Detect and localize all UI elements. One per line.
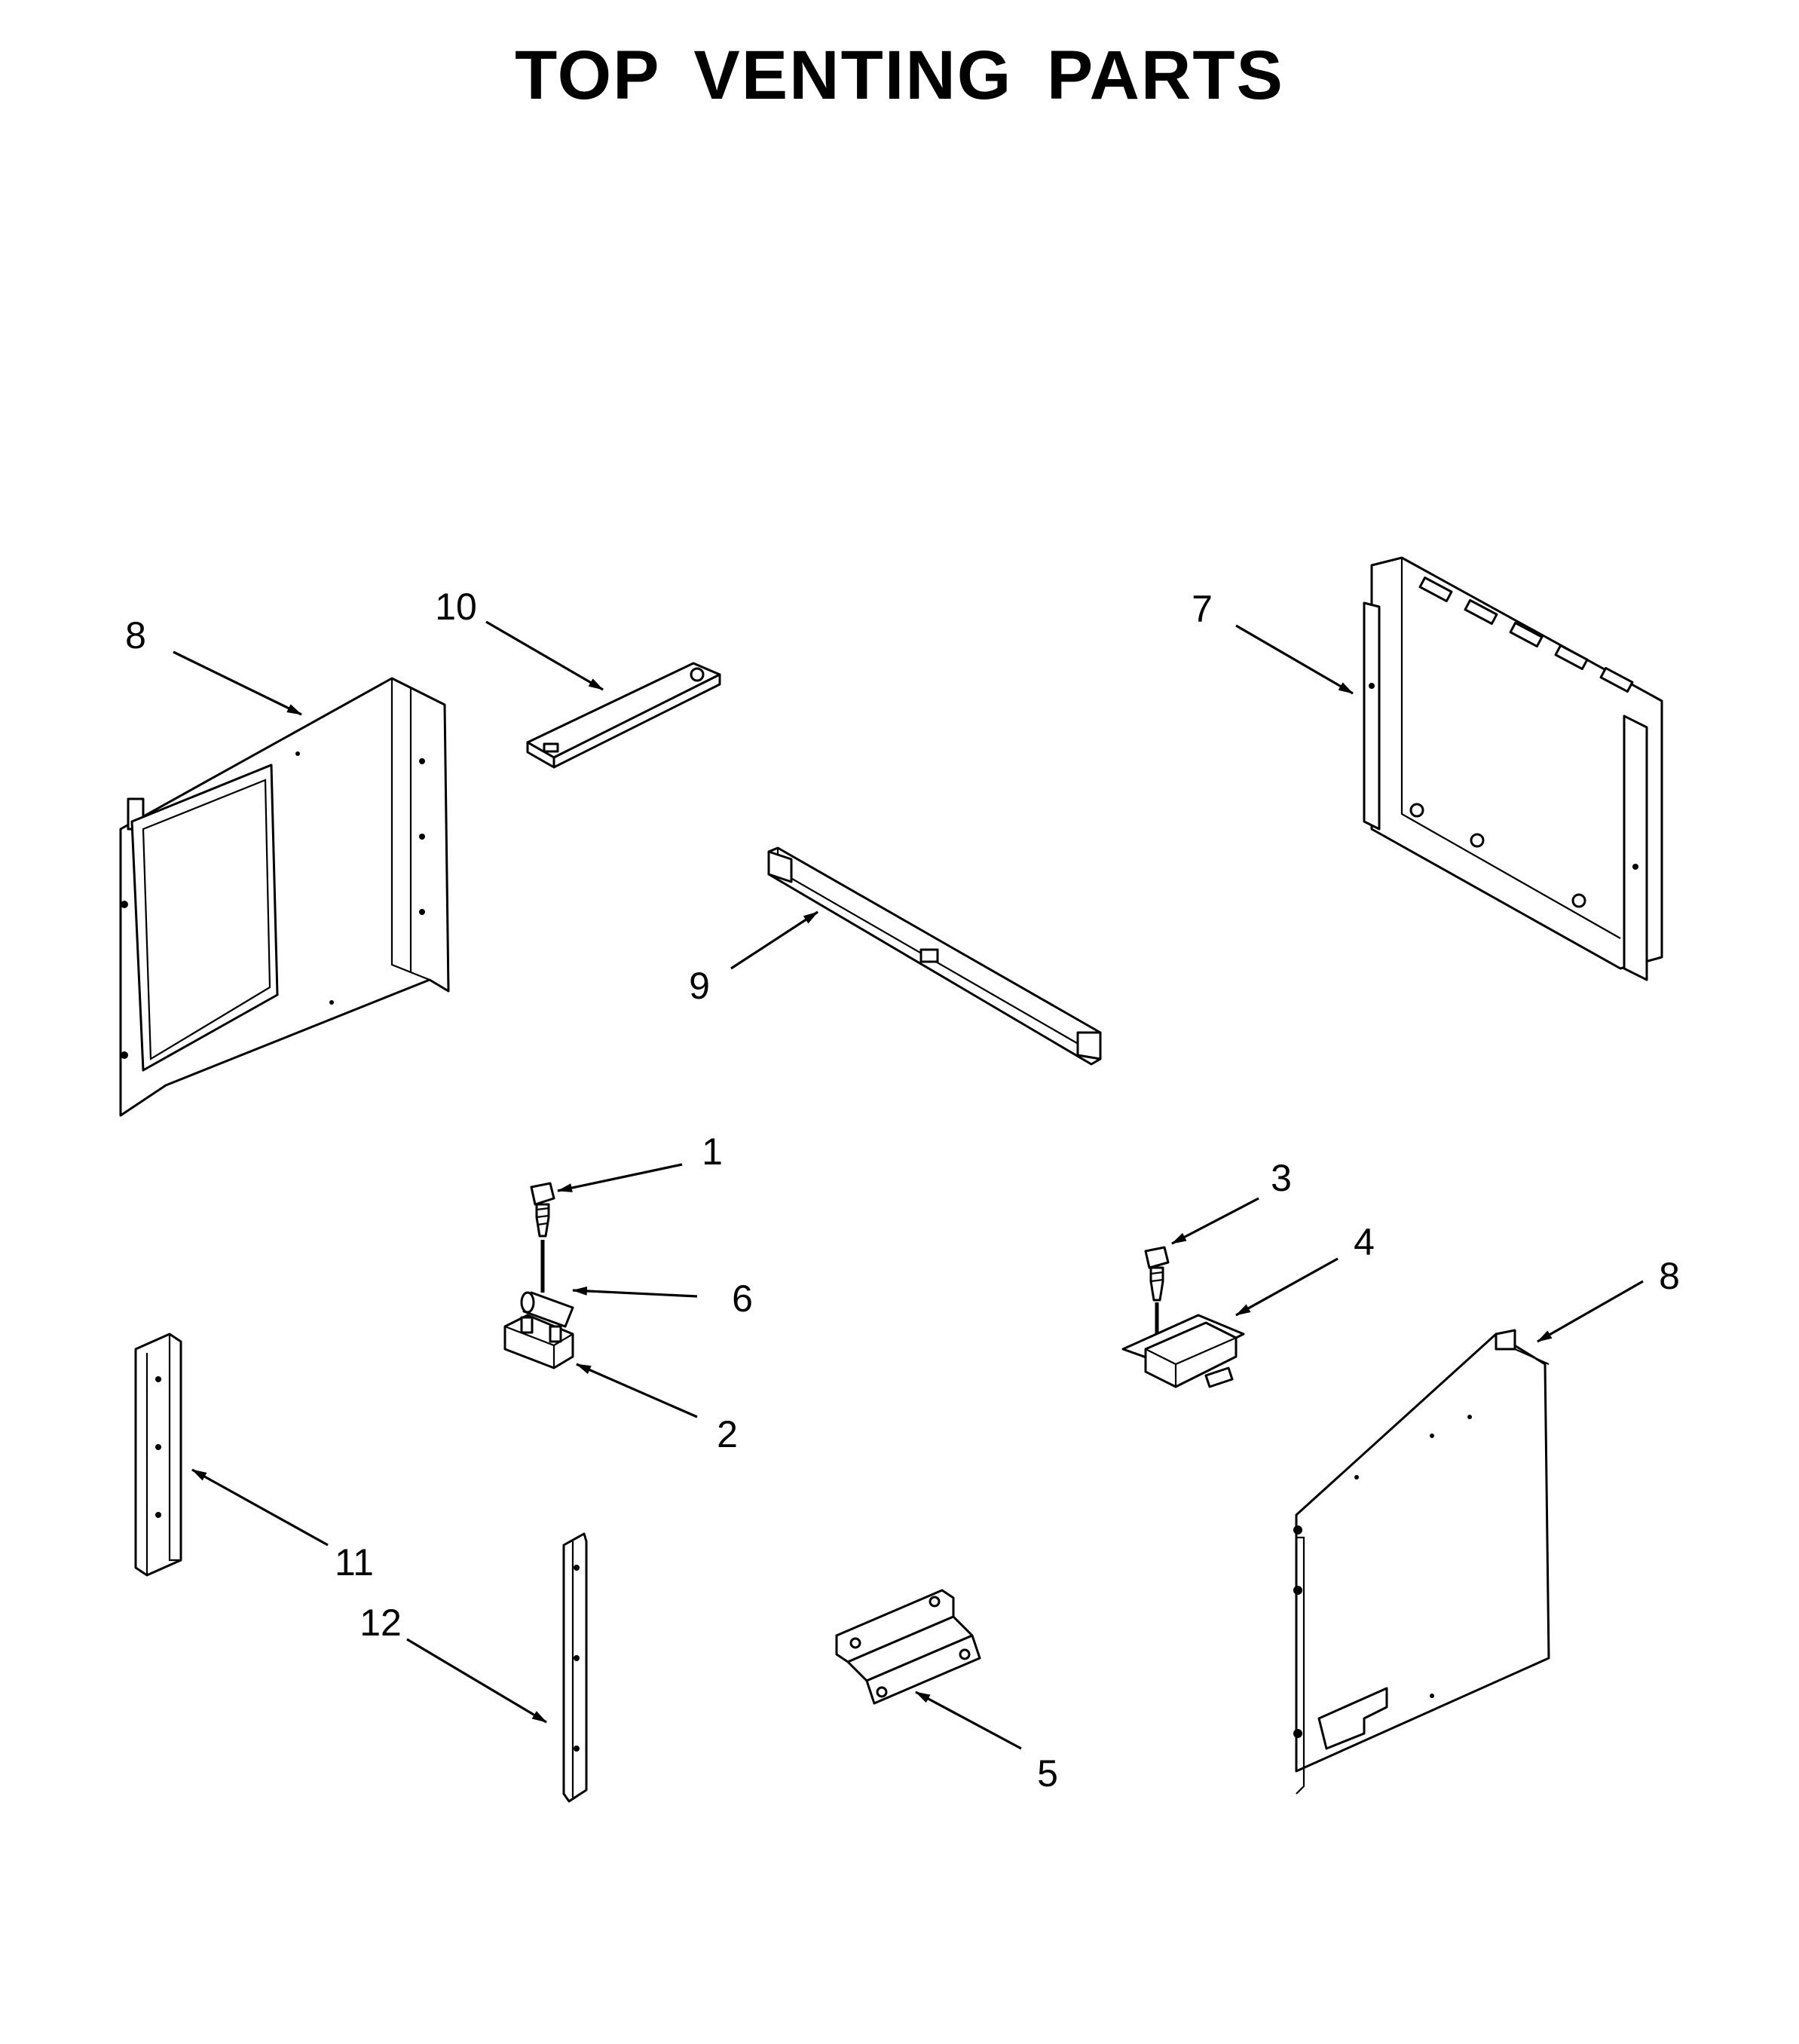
callout-4: 4 (1354, 1221, 1375, 1263)
part-vertical-rail-left[interactable] (134, 1333, 182, 1577)
arrow-5 (915, 1691, 1022, 1750)
arrow-9 (730, 910, 818, 970)
callout-7: 7 (1192, 588, 1213, 630)
part-vertical-rail-center[interactable] (562, 1532, 588, 1803)
arrow-1 (557, 1163, 683, 1192)
callout-12: 12 (359, 1602, 402, 1644)
callout-8-right: 8 (1659, 1255, 1680, 1297)
part-fuse-holder[interactable] (503, 1314, 574, 1369)
arrow-2 (576, 1363, 698, 1418)
part-vent-bracket[interactable] (526, 662, 721, 769)
part-fuse[interactable] (520, 1291, 574, 1328)
arrow-10 (485, 620, 604, 691)
part-vent-rail[interactable] (767, 846, 1102, 1066)
arrow-12 (406, 1638, 547, 1724)
arrow-3 (1171, 1197, 1259, 1245)
part-side-panel-left[interactable] (119, 677, 450, 1117)
callout-2: 2 (717, 1413, 738, 1455)
part-module[interactable] (1121, 1314, 1245, 1388)
callout-11: 11 (335, 1541, 374, 1583)
diagram-title: TOP VENTING PARTS (515, 37, 1284, 114)
part-mounting-bracket[interactable] (835, 1589, 981, 1705)
leader-arrows (173, 620, 1644, 1750)
part-screw-1[interactable] (530, 1182, 555, 1293)
arrow-8-left (173, 650, 302, 716)
callout-5: 5 (1037, 1752, 1058, 1795)
arrow-8-right (1537, 1280, 1644, 1343)
callout-9: 9 (689, 965, 710, 1007)
arrow-11 (191, 1468, 329, 1547)
part-rear-vent-panel[interactable] (1363, 556, 1663, 981)
arrow-7 (1235, 624, 1354, 695)
arrow-6 (572, 1286, 698, 1298)
callout-1: 1 (702, 1131, 723, 1173)
callout-labels: 8 10 7 9 1 6 2 3 4 8 11 12 5 (125, 586, 1680, 1795)
callout-8-left: 8 (125, 614, 146, 656)
part-screw-3[interactable] (1144, 1246, 1170, 1334)
callout-6: 6 (732, 1278, 753, 1320)
callout-10: 10 (435, 586, 477, 628)
arrow-4 (1235, 1257, 1339, 1317)
callout-3: 3 (1271, 1157, 1292, 1199)
part-side-panel-right[interactable] (1293, 1329, 1550, 1795)
